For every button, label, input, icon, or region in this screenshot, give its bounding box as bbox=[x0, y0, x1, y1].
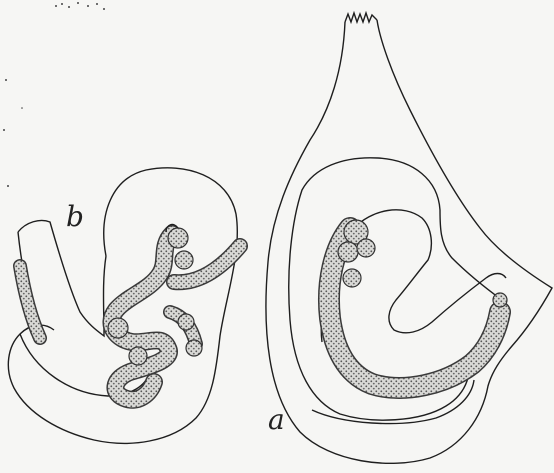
specimen-a-tissue bbox=[329, 220, 507, 388]
label-a: a bbox=[268, 406, 285, 434]
label-b: b bbox=[66, 203, 84, 231]
specimen-b-tissue bbox=[20, 225, 240, 400]
speckle-marks bbox=[3, 2, 105, 187]
specimen-a-crown bbox=[345, 13, 377, 22]
